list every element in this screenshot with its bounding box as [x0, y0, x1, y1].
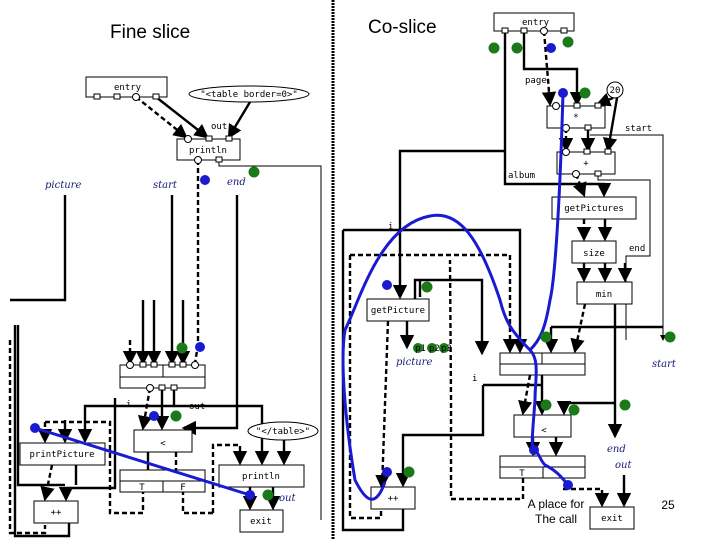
fine-i-label: i	[126, 400, 131, 410]
fine-out-label-3: out	[279, 493, 296, 504]
table-close-literal	[247, 421, 319, 441]
table-close-label: "</table>"	[256, 427, 310, 437]
fine-entry-ports	[93, 93, 160, 101]
min-node	[576, 281, 633, 305]
fine-println-ports	[184, 135, 233, 164]
get-pictures-label: getPictures	[564, 204, 624, 214]
co-less-node	[513, 414, 572, 438]
get-pictures-node	[551, 196, 637, 220]
co-i-label: i	[472, 374, 477, 384]
album-label: album	[508, 171, 535, 181]
size-node	[571, 240, 617, 264]
co-entry-label: entry	[522, 18, 550, 28]
co-entry-node	[493, 12, 575, 32]
co-true-label: T	[519, 469, 525, 479]
co-start-label: start	[652, 359, 677, 370]
mult-ports	[552, 102, 602, 132]
co-slice-title: Co-slice	[368, 17, 437, 38]
right-edges	[341, 30, 666, 532]
p1-label: p1	[415, 344, 426, 354]
fine-println-label: println	[189, 146, 227, 156]
fine-picture-label: picture	[45, 180, 81, 191]
fine-less-label: <	[160, 439, 166, 449]
co-entry-ports	[501, 27, 568, 35]
co-picture-label: picture	[396, 357, 432, 368]
get-picture-label: getPicture	[371, 306, 425, 316]
co-slice-paths	[341, 92, 570, 501]
table-open-label: "<table border=0>"	[200, 90, 298, 100]
call-note-line2: The call	[535, 512, 577, 526]
literal-20-label: 20	[610, 86, 621, 96]
fine-false-label: F	[180, 483, 185, 493]
table-open-literal	[188, 85, 310, 103]
co-markers	[382, 36, 676, 490]
literal-20	[606, 81, 624, 99]
plus-label: +	[583, 159, 589, 169]
left-edges	[8, 96, 322, 538]
co-i-top-label: i	[388, 222, 393, 232]
fine-slice-path	[34, 426, 251, 497]
fine-incr-node	[33, 500, 79, 524]
co-start-edge-label: start	[625, 124, 652, 134]
fine-exit-node	[239, 509, 284, 533]
fine-markers	[30, 166, 274, 501]
print-picture-node	[19, 442, 106, 466]
plus-ports	[562, 148, 612, 178]
fine-incr-label: ++	[51, 508, 62, 518]
size-label: size	[583, 249, 605, 259]
p-markers: p1 p2 p3	[413, 343, 452, 354]
fine-println2-label: println	[242, 472, 280, 482]
co-incr-label: ++	[388, 494, 399, 504]
fine-entry-label: entry	[114, 83, 142, 93]
fine-out-label: out	[211, 122, 227, 132]
call-note-line1: A place for	[528, 497, 585, 511]
co-out-label: out	[615, 460, 632, 471]
co-exit-label: exit	[601, 514, 623, 524]
fine-slice-title: Fine slice	[110, 22, 190, 43]
co-page-label: page	[525, 76, 547, 86]
fine-less-node	[133, 429, 193, 453]
p3-label: p3	[441, 344, 452, 354]
co-exit-node	[589, 506, 635, 530]
co-end-label: end	[607, 444, 626, 455]
fine-println2-node	[218, 464, 305, 488]
co-end-edge-label: end	[629, 244, 645, 254]
p2-label: p2	[429, 344, 440, 354]
fine-out-label-2: out	[189, 402, 205, 412]
get-picture-node	[366, 298, 430, 322]
fine-start-label: start	[153, 180, 178, 191]
fine-exit-label: exit	[250, 517, 272, 527]
slide-number: 25	[661, 498, 675, 512]
fine-entry-node	[85, 76, 168, 98]
mult-label: *	[573, 113, 578, 123]
print-picture-label: printPicture	[29, 450, 94, 460]
min-label: min	[596, 290, 612, 300]
fine-true-label: T	[139, 483, 145, 493]
fine-merge-ports	[126, 361, 199, 392]
fine-end-label: end	[227, 177, 246, 188]
co-less-label: <	[541, 426, 547, 436]
